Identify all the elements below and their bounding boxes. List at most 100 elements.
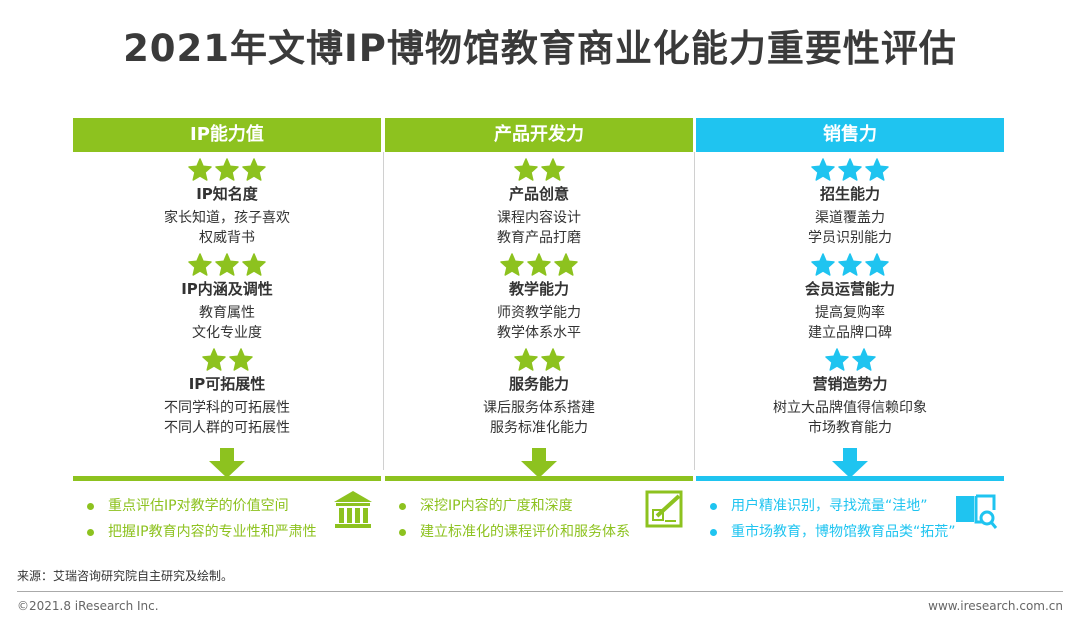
star-rating [696, 253, 1004, 277]
criterion-item: IP内涵及调性 教育属性 文化专业度 [73, 253, 381, 343]
criterion-item: IP知名度 家长知道，孩子喜欢 权威背书 [73, 158, 381, 248]
star-icon [500, 253, 524, 276]
column-sales: 销售力 招生能力 渠道覆盖力 学员识别能力 会员运营能力 提高复购率 建立品牌口… [696, 118, 1004, 540]
column-header: 产品开发力 [385, 118, 693, 152]
star-icon [188, 253, 212, 276]
arrow-down-icon [521, 448, 557, 478]
divider-bar [385, 476, 693, 481]
star-icon [513, 348, 538, 371]
criterion-title: 教学能力 [508, 280, 569, 298]
criterion-item: 教学能力 师资教学能力 教学体系水平 [385, 253, 693, 343]
star-icon [242, 158, 266, 181]
bullet-dot [87, 528, 94, 536]
criterion-title: 产品创意 [508, 185, 569, 203]
column-ip-ability: IP能力值 IP知名度 家长知道，孩子喜欢 权威背书 IP内涵及调性 教育属性 … [73, 118, 381, 540]
star-icon [554, 253, 578, 276]
divider-bar [696, 476, 1004, 481]
takeaway-item: 把握IP教育内容的专业性和严肃性 [87, 519, 337, 545]
star-rating [73, 158, 381, 182]
star-icon [838, 253, 862, 276]
criterion-desc: 权威背书 [199, 230, 255, 246]
criterion-desc: 文化专业度 [192, 325, 262, 341]
copyright: ©2021.8 iResearch Inc. [17, 599, 159, 613]
criterion-item: IP可拓展性 不同学科的可拓展性 不同人群的可拓展性 [73, 348, 381, 438]
book-search-icon [956, 494, 998, 529]
star-icon [513, 158, 538, 181]
divider-bar [73, 476, 381, 481]
takeaway-item: 重点评估IP对教学的价值空间 [87, 493, 337, 519]
star-rating [696, 158, 1004, 182]
page-title: 2021年文博IP博物馆教育商业化能力重要性评估 [123, 27, 957, 70]
criterion-desc: 教学体系水平 [497, 325, 581, 341]
bullet-dot [399, 528, 406, 536]
star-icon [527, 253, 551, 276]
bullet-dot [710, 528, 717, 536]
arrow-down-icon [832, 448, 868, 478]
star-icon [811, 253, 835, 276]
criterion-item: 会员运营能力 提高复购率 建立品牌口碑 [696, 253, 1004, 343]
criterion-desc: 教育产品打磨 [497, 230, 581, 246]
criterion-item: 招生能力 渠道覆盖力 学员识别能力 [696, 158, 1004, 248]
bullet-dot [87, 502, 94, 510]
criterion-title: 招生能力 [819, 185, 880, 203]
criterion-desc: 课后服务体系搭建 [483, 400, 595, 416]
column-header: 销售力 [696, 118, 1004, 152]
star-rating [385, 158, 693, 182]
column-divider [383, 152, 384, 470]
star-icon [851, 348, 876, 371]
criterion-title: 会员运营能力 [804, 280, 895, 298]
criterion-desc: 学员识别能力 [808, 230, 892, 246]
website-link[interactable]: www.iresearch.com.cn [928, 599, 1063, 613]
star-icon [188, 158, 212, 181]
criterion-desc: 建立品牌口碑 [808, 325, 892, 341]
star-icon [865, 158, 889, 181]
takeaway-list: 重点评估IP对教学的价值空间 把握IP教育内容的专业性和严肃性 [87, 493, 337, 545]
takeaway-item: 深挖IP内容的广度和深度 [399, 493, 649, 519]
criterion-item: 营销造势力 树立大品牌值得信赖印象 市场教育能力 [696, 348, 1004, 438]
star-rating [385, 348, 693, 372]
bullet-dot [710, 502, 717, 510]
star-icon [838, 158, 862, 181]
star-rating [696, 348, 1004, 372]
star-rating [73, 253, 381, 277]
star-icon [811, 158, 835, 181]
criterion-title: IP可拓展性 [188, 375, 266, 393]
star-icon [865, 253, 889, 276]
criterion-desc: 提高复购率 [815, 305, 885, 321]
star-rating [73, 348, 381, 372]
column-product-development: 产品开发力 产品创意 课程内容设计 教育产品打磨 教学能力 师资教学能力 教学体… [385, 118, 693, 540]
takeaway-item: 重市场教育，博物馆教育品类“拓荒” [710, 519, 960, 545]
footer-divider [17, 591, 1063, 592]
criterion-title: 服务能力 [508, 375, 569, 393]
star-icon [215, 253, 239, 276]
criterion-desc: 树立大品牌值得信赖印象 [773, 400, 927, 416]
star-rating [385, 253, 693, 277]
column-divider [694, 152, 695, 470]
takeaway-item: 建立标准化的课程评价和服务体系 [399, 519, 649, 545]
criterion-desc: 课程内容设计 [497, 210, 581, 226]
criterion-desc: 渠道覆盖力 [815, 210, 885, 226]
star-icon [201, 348, 226, 371]
criterion-desc: 家长知道，孩子喜欢 [164, 210, 290, 226]
criterion-desc: 服务标准化能力 [490, 420, 588, 436]
criterion-desc: 不同学科的可拓展性 [164, 400, 290, 416]
takeaway-list: 深挖IP内容的广度和深度 建立标准化的课程评价和服务体系 [399, 493, 649, 545]
takeaway-item: 用户精准识别，寻找流量“洼地” [710, 493, 960, 519]
criterion-title: IP内涵及调性 [181, 280, 273, 298]
criterion-title: IP知名度 [196, 185, 258, 203]
column-header: IP能力值 [73, 118, 381, 152]
takeaway-list: 用户精准识别，寻找流量“洼地” 重市场教育，博物馆教育品类“拓荒” [710, 493, 960, 545]
criterion-item: 服务能力 课后服务体系搭建 服务标准化能力 [385, 348, 693, 438]
star-icon [540, 158, 565, 181]
star-icon [540, 348, 565, 371]
bullet-dot [399, 502, 406, 510]
star-icon [215, 158, 239, 181]
source-note: 来源：艾瑞咨询研究院自主研究及绘制。 [17, 569, 234, 583]
arrow-down-icon [209, 448, 245, 478]
star-icon [242, 253, 266, 276]
star-icon [228, 348, 253, 371]
museum-icon [334, 491, 372, 528]
criterion-desc: 师资教学能力 [497, 305, 581, 321]
criterion-title: 营销造势力 [812, 375, 888, 393]
criterion-desc: 市场教育能力 [808, 420, 892, 436]
